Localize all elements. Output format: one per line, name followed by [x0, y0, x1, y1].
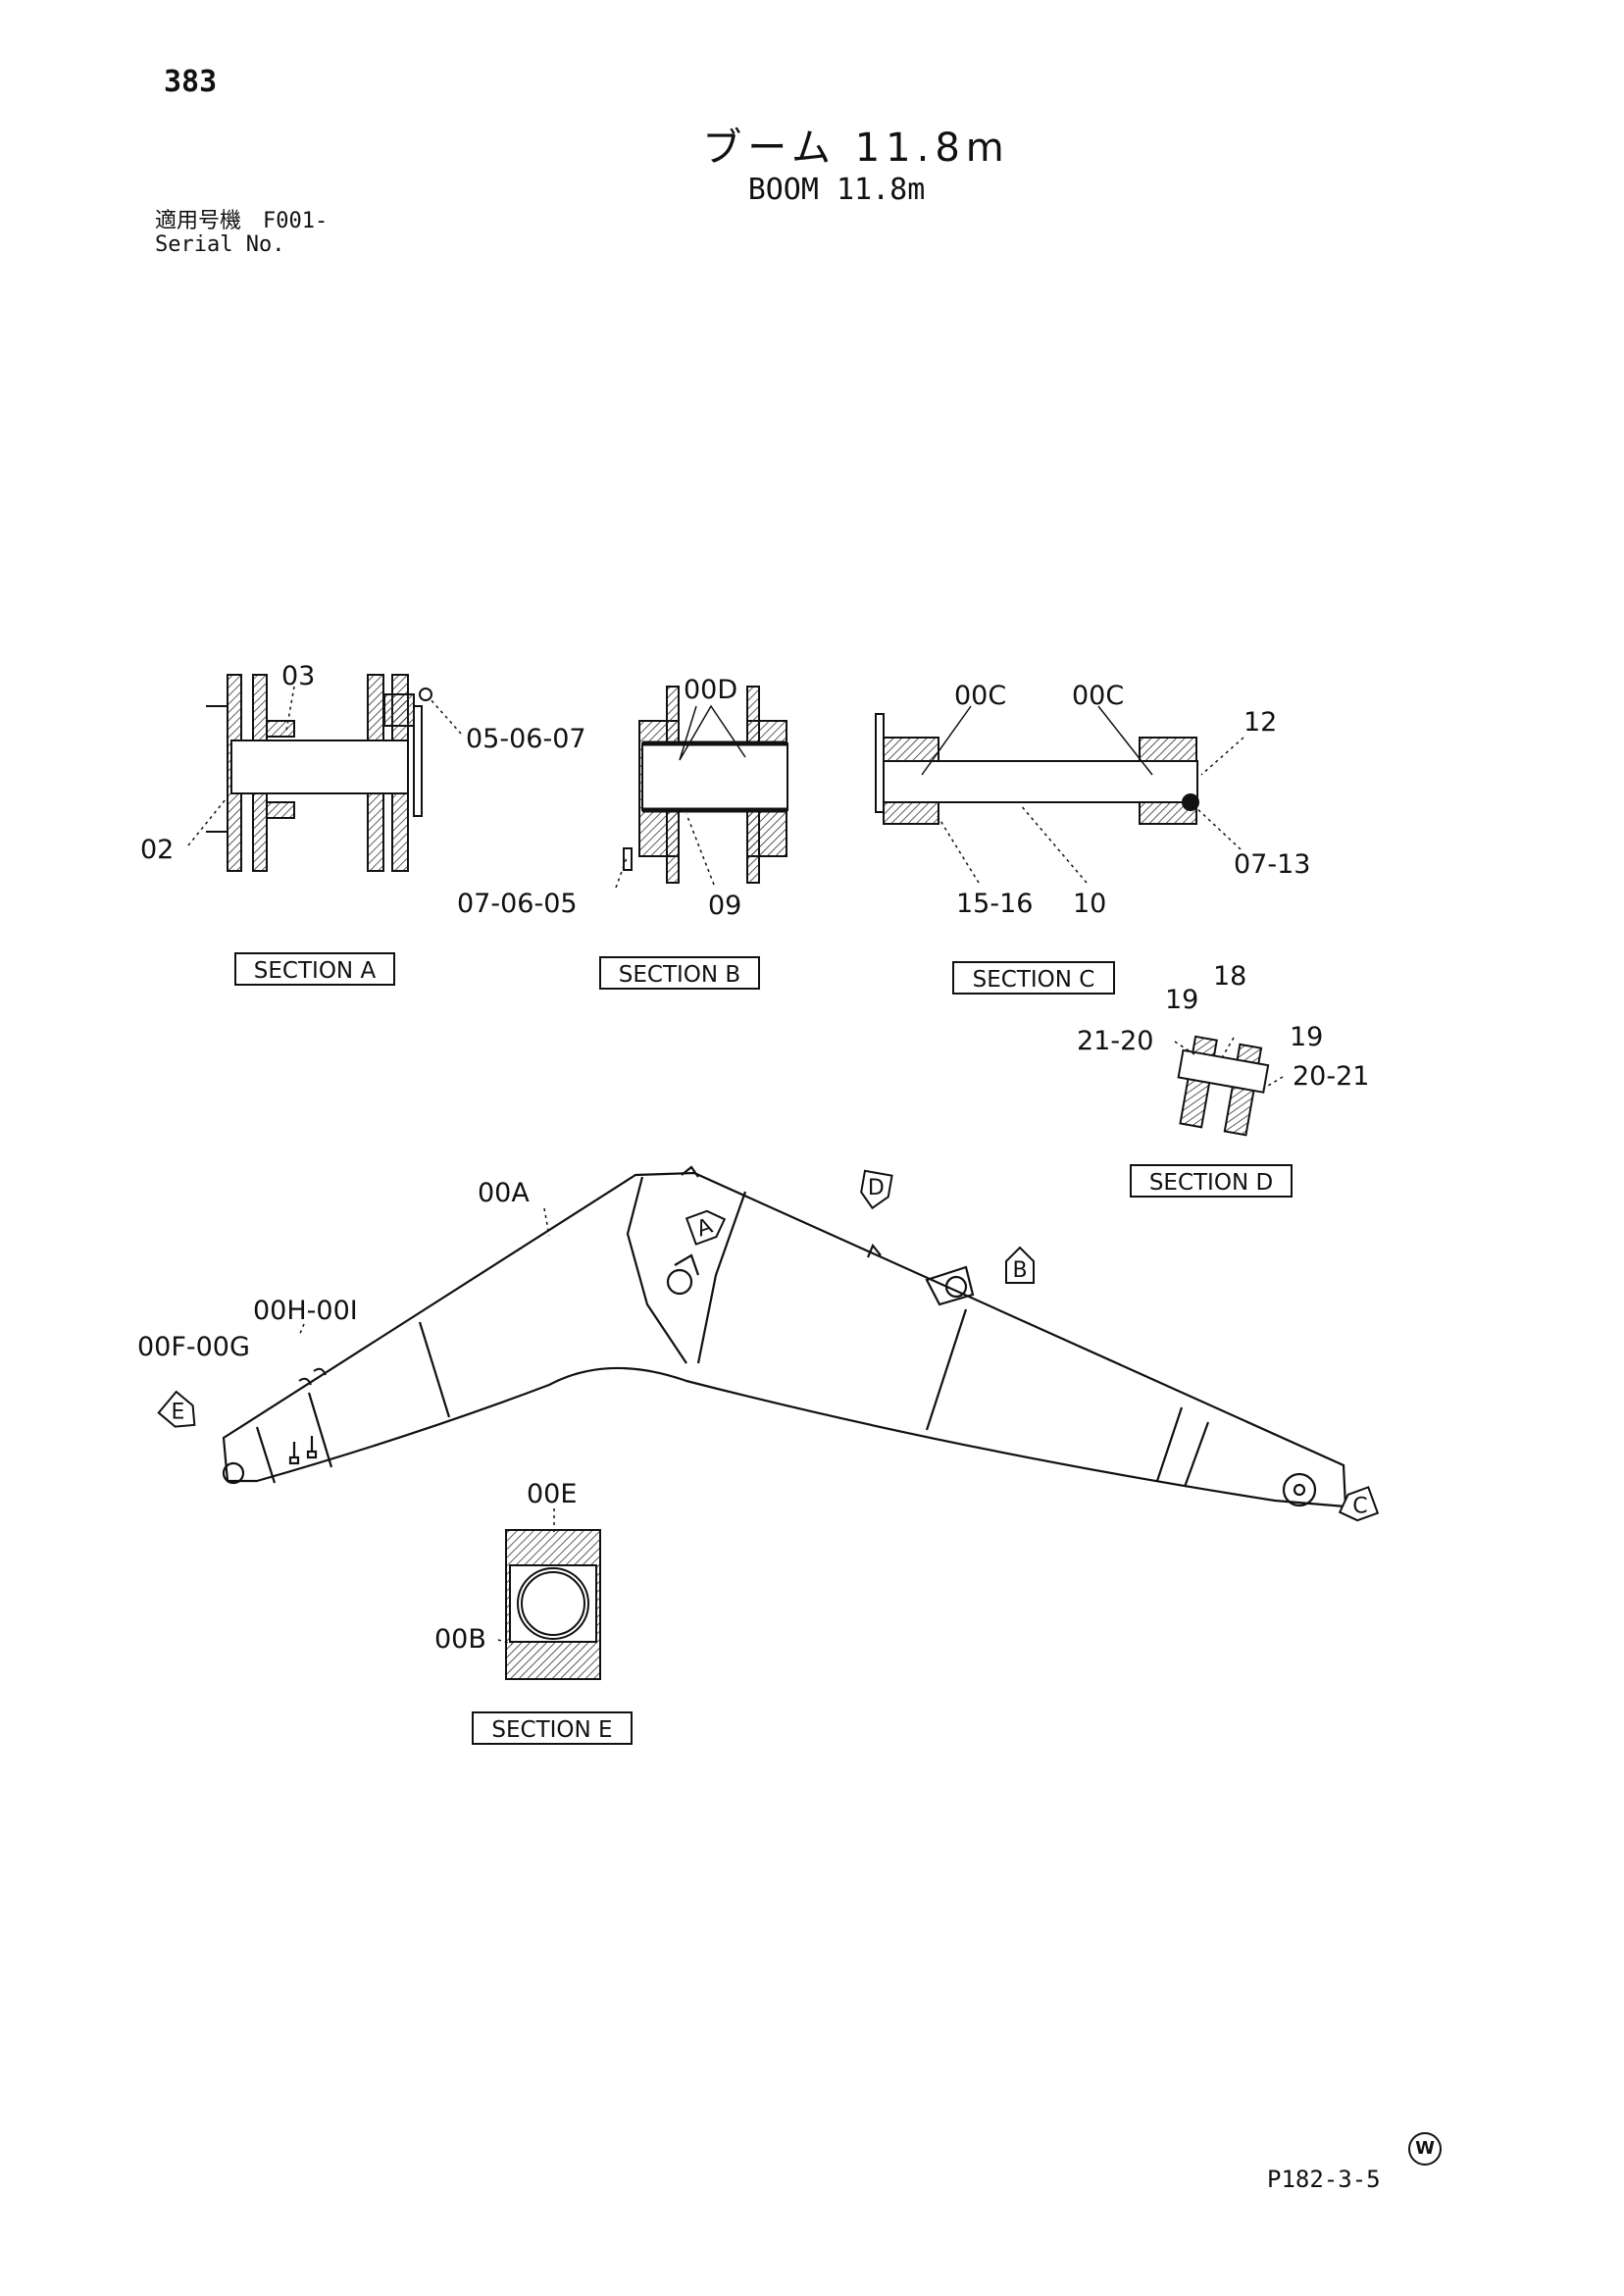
callout-d-4: 19: [1290, 1022, 1323, 1052]
callout-d-3: 21-20: [1077, 1026, 1153, 1056]
svg-text:C: C: [1352, 1494, 1367, 1518]
serial-label-japanese: 適用号機: [155, 209, 242, 233]
page-number: 383: [164, 65, 218, 99]
section-c-drawing: [875, 713, 1199, 825]
callout-d-2: 19: [1165, 985, 1198, 1015]
page-title-english: BOOM 11.8m: [747, 173, 926, 207]
callout-boom-3: 00F-00G: [137, 1332, 250, 1362]
callout-c-1: 00C: [954, 681, 1006, 711]
callout-e-2: 00B: [434, 1624, 486, 1655]
callout-c-6: 10: [1073, 889, 1106, 919]
callout-boom-1: 00A: [478, 1178, 530, 1208]
section-c-label: SECTION C: [973, 967, 1095, 993]
callout-d-5: 20-21: [1293, 1061, 1369, 1092]
serial-value: F001-: [263, 209, 329, 233]
callout-b-1: 00D: [684, 675, 737, 705]
view-marker-e: E: [157, 1390, 196, 1428]
serial-number-block: 適用号機 F001- Serial No.: [155, 210, 349, 257]
callout-a-2: 05-06-07: [466, 724, 586, 754]
callout-d-1: 18: [1213, 961, 1246, 992]
section-a-label: SECTION A: [254, 958, 377, 984]
callout-boom-2: 00H-00I: [253, 1296, 358, 1326]
section-e-drawing: [505, 1529, 601, 1680]
callout-b-2: 07-06-05: [457, 889, 578, 919]
section-d-drawing: [1177, 1035, 1270, 1137]
view-marker-a: A: [685, 1209, 727, 1246]
callout-c-3: 12: [1243, 707, 1277, 738]
section-b-label: SECTION B: [619, 962, 740, 988]
section-e-label: SECTION E: [491, 1717, 612, 1743]
svg-text:B: B: [1012, 1258, 1027, 1283]
boom-outline: [222, 1165, 1347, 1508]
callout-a-3: 02: [140, 835, 174, 865]
w-mark: W: [1408, 2132, 1442, 2166]
svg-text:E: E: [172, 1401, 185, 1425]
section-b-drawing: [623, 686, 788, 884]
section-d-label: SECTION D: [1149, 1170, 1273, 1196]
callout-a-1: 03: [281, 661, 315, 691]
svg-text:D: D: [868, 1176, 885, 1200]
serial-label-english: Serial No.: [155, 232, 285, 257]
view-marker-c: C: [1338, 1486, 1380, 1522]
callout-e-1: 00E: [527, 1479, 577, 1509]
callout-c-2: 00C: [1072, 681, 1124, 711]
callout-b-3: 09: [708, 891, 741, 921]
section-a-drawing: [206, 674, 432, 872]
callout-c-4: 07-13: [1234, 849, 1310, 880]
view-marker-d: D: [860, 1169, 893, 1210]
callout-c-5: 15-16: [956, 889, 1033, 919]
view-marker-b: B: [1005, 1246, 1035, 1284]
boom-hooks: [298, 1367, 327, 1386]
page-title-japanese: ブーム 11.8m: [702, 126, 1010, 171]
page-code: P182-3-5: [1267, 2166, 1381, 2193]
